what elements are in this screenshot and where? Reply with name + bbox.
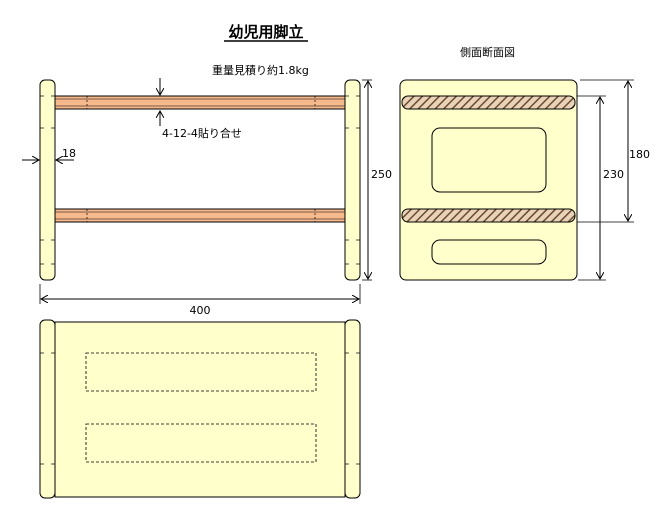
side-section-view: 230 180 (399, 79, 650, 281)
weight-note: 重量見積り約1.8kg (212, 63, 309, 77)
drawing-title: 幼児用脚立 (228, 23, 303, 41)
front-view: 18 250 400 (22, 78, 392, 317)
spacing-dimension: 180 (629, 148, 650, 161)
height-dimension: 250 (371, 168, 392, 181)
section-step-lower (401, 208, 576, 223)
top-side-panel-right (344, 319, 361, 499)
width-dimension: 400 (190, 304, 211, 317)
plywood-note: 4-12-4貼り合せ (162, 126, 242, 140)
section-view-label: 側面断面図 (460, 45, 515, 59)
top-side-panel-left (39, 319, 56, 499)
top-view (39, 319, 361, 499)
front-step-upper (54, 95, 346, 110)
front-side-panel-right (344, 79, 361, 281)
hidden-step-upper (85, 352, 317, 392)
section-step-upper (401, 95, 576, 110)
front-side-panel-left (39, 79, 56, 281)
thickness-dimension: 18 (62, 147, 76, 160)
span-dimension: 230 (603, 168, 624, 181)
top-board (54, 321, 346, 498)
hand-hole (431, 127, 547, 193)
foot-hole (431, 239, 547, 265)
front-step-lower (54, 208, 346, 223)
hidden-step-lower (85, 423, 317, 463)
